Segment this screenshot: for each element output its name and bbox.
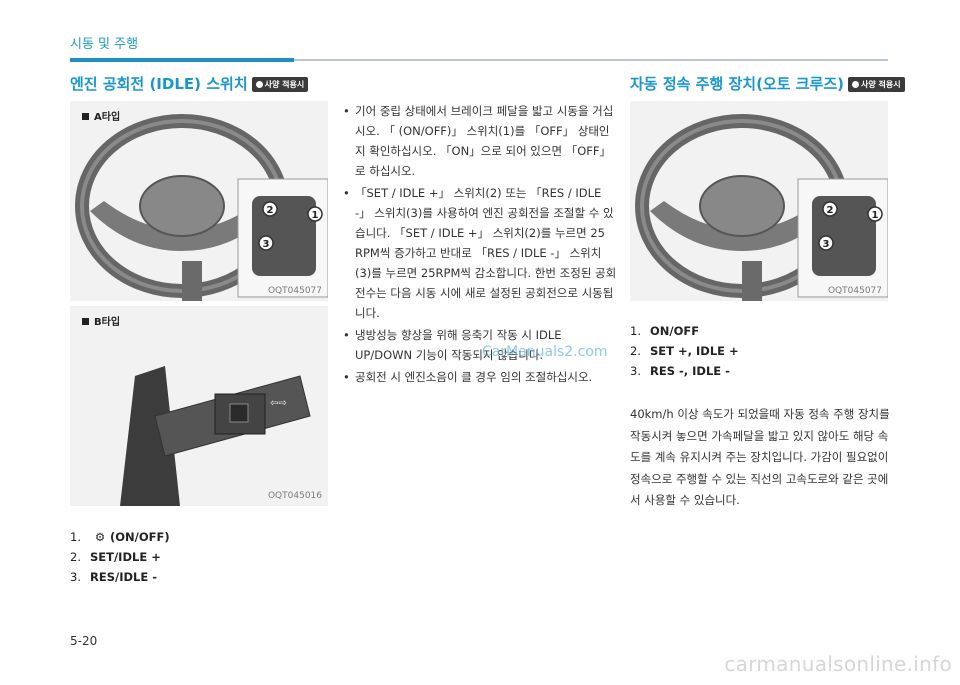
legend-text: ON/OFF [650, 324, 700, 338]
figure-cruise: 2 1 3 OQT045077 [630, 101, 888, 301]
svg-text:2: 2 [827, 205, 834, 216]
header-rule-accent [70, 58, 294, 62]
figure-type-label-text: A타입 [94, 112, 121, 123]
legend-item: 3. RES/IDLE - [70, 567, 170, 587]
watermark: CarManuals2.com [482, 344, 608, 360]
figure-code: OQT045077 [827, 286, 882, 296]
svg-text:⇦⇨: ⇦⇨ [270, 398, 287, 409]
cruise-control-heading-text: 자동 정속 주행 장치(오토 크루즈) [630, 75, 845, 93]
square-bullet-icon [82, 318, 89, 325]
section-label: 시동 및 주행 [70, 37, 139, 52]
cruise-control-heading: 자동 정속 주행 장치(오토 크루즈) 사양 적용시 [630, 73, 905, 94]
page-number: 5-20 [70, 634, 98, 648]
figure-type-label: B타입 [82, 313, 120, 328]
legend-text: (ON/OFF) [110, 530, 170, 544]
footer-watermark: carmanualsonline.info [724, 652, 952, 676]
legend-text: RES/IDLE - [90, 570, 157, 584]
square-bullet-icon [82, 113, 89, 120]
instruction-item: 「SET / IDLE +」 스위치(2) 또는 「RES / IDLE -」 … [341, 183, 617, 323]
legend-text: SET/IDLE + [90, 550, 161, 564]
legend-number: 1. [630, 324, 641, 338]
steering-wheel-illustration: 2 1 3 [635, 114, 888, 301]
cruise-icon: ⚙ [94, 530, 106, 544]
svg-text:3: 3 [823, 239, 830, 250]
legend-item: 2. SET +, IDLE + [630, 341, 739, 361]
idle-switch-heading: 엔진 공회전 (IDLE) 스위치 사양 적용시 [70, 73, 309, 94]
figure-type-label-text: B타입 [94, 317, 121, 328]
idle-instructions: 기어 중립 상태에서 브레이크 페달을 밟고 시동을 거십시오. 「 (ON/O… [341, 101, 617, 389]
cruise-control-legend: 1. ON/OFF 2. SET +, IDLE + 3. RES -, IDLE - [630, 321, 739, 381]
legend-text: RES -, IDLE - [650, 364, 730, 378]
option-badge: 사양 적용시 [848, 77, 905, 92]
legend-item: 3. RES -, IDLE - [630, 361, 739, 381]
option-badge-text: 사양 적용시 [264, 80, 305, 89]
figure-type-a: 2 1 3 OQT045077 [70, 101, 328, 301]
legend-text: SET +, IDLE + [650, 344, 739, 358]
idle-switch-legend: 1. ⚙ (ON/OFF) 2. SET/IDLE + 3. RES/IDLE - [70, 527, 170, 587]
option-badge-text: 사양 적용시 [861, 80, 901, 89]
cruise-control-description: 40km/h 이상 속도가 되었을때 자동 정속 주행 장치를 작동시켜 놓으면… [630, 407, 890, 507]
instruction-item: 공회전 시 엔진소음이 클 경우 임의 조절하십시오. [341, 367, 617, 387]
stalk-switch-illustration: ⇦⇨ [120, 366, 311, 506]
legend-number: 3. [70, 570, 81, 584]
figure-type-label: A타입 [82, 108, 120, 123]
header-rule [294, 59, 888, 61]
svg-text:2: 2 [267, 205, 274, 216]
idle-switch-heading-text: 엔진 공회전 (IDLE) 스위치 [70, 75, 248, 93]
svg-text:1: 1 [312, 210, 319, 221]
option-badge-icon [852, 81, 860, 88]
figure-code: OQT045016 [267, 491, 322, 501]
legend-number: 2. [630, 344, 641, 358]
instruction-item: 냉방성능 향상을 위해 응축기 작동 시 IDLE UP/DOWN 기능이 작동… [341, 325, 617, 365]
legend-number: 1. [70, 530, 81, 544]
svg-text:1: 1 [872, 210, 879, 221]
svg-text:3: 3 [263, 239, 270, 250]
legend-item: 1. ⚙ (ON/OFF) [70, 527, 170, 547]
instruction-item: 기어 중립 상태에서 브레이크 페달을 밟고 시동을 거십시오. 「 (ON/O… [341, 101, 617, 181]
option-badge-icon [255, 81, 263, 88]
legend-item: 2. SET/IDLE + [70, 547, 170, 567]
figure-type-b: B타입 ⇦⇨ OQT045016 [70, 306, 328, 506]
legend-number: 2. [70, 550, 81, 564]
steering-wheel-illustration: 2 1 3 [75, 114, 328, 301]
legend-number: 3. [630, 364, 641, 378]
figure-code: OQT045077 [267, 286, 322, 296]
legend-item: 1. ON/OFF [630, 321, 739, 341]
option-badge: 사양 적용시 [251, 77, 309, 92]
